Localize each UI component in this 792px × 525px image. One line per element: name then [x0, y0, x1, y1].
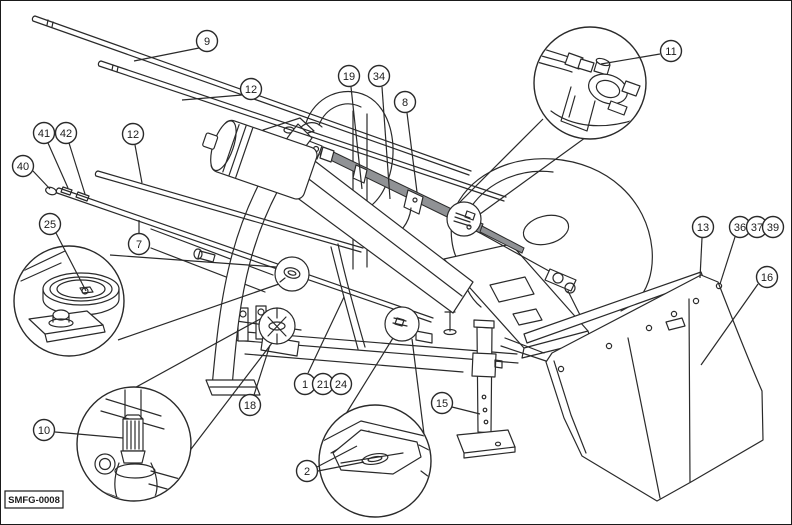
callout-number: 40: [17, 161, 29, 173]
callout-number: 9: [204, 36, 210, 48]
callout-number: 42: [60, 128, 72, 140]
callout-number: 11: [665, 46, 676, 58]
callout-34: 34: [367, 64, 391, 88]
leader-line-34: [381, 86, 391, 200]
callout-bubbles: 9 12 19 34 8 11 41 42 12 40 25 7 13 36 37 39 16 1 21 24 18 15…: [11, 29, 785, 483]
callout-16: 16: [755, 265, 779, 289]
callout-39: 39: [761, 215, 785, 239]
callout-40: 40: [11, 154, 35, 178]
callout-2: 2: [295, 459, 319, 483]
callout-number: 41: [38, 128, 50, 140]
machine-art-background: [150, 91, 653, 373]
callout-number: 24: [335, 379, 347, 391]
callout-7: 7: [127, 232, 151, 256]
detail-origin-circle-skid: [384, 306, 420, 342]
leader-line-15: [451, 406, 481, 415]
detail-skid-content: [322, 420, 430, 478]
callout-number: 12: [245, 84, 257, 96]
leader-line-19: [350, 86, 363, 190]
leader-line-42: [68, 142, 86, 195]
callout-number: 39: [767, 222, 779, 234]
callout-number: 1: [302, 379, 308, 391]
detail-circle-skid: [318, 306, 432, 518]
callout-leaders: [32, 47, 759, 472]
callout-8: 8: [393, 90, 417, 114]
callout-42: 42: [54, 121, 78, 145]
leader-line-1: [307, 296, 345, 374]
callout-21: 21: [311, 372, 335, 396]
leader-line-2: [316, 445, 358, 468]
callout-9: 9: [195, 29, 219, 53]
callout-41: 41: [32, 121, 56, 145]
callout-number: 8: [402, 97, 408, 109]
detail-yoke-content: [94, 389, 188, 500]
origin-marks: [267, 210, 476, 345]
callout-18: 18: [238, 393, 262, 417]
callout-36: 36: [728, 215, 752, 239]
leader-line-8: [406, 112, 418, 193]
leader-line-2: [317, 461, 365, 472]
callout-15: 15: [430, 391, 454, 415]
leader-line-10: [54, 431, 124, 439]
callout-12: 12: [239, 77, 263, 101]
leader-line-41: [47, 142, 69, 189]
callout-number: 36: [734, 222, 746, 234]
callout-number: 10: [38, 425, 50, 437]
callout-19: 19: [337, 64, 361, 88]
leader-line-36: [719, 236, 736, 285]
callout-number: 2: [304, 466, 310, 478]
callout-number: 13: [697, 222, 709, 234]
callout-number: 15: [436, 398, 448, 410]
detail-origin-circle-valve: [446, 201, 482, 237]
leader-line-12: [181, 94, 243, 101]
leader-line-11: [600, 53, 661, 65]
leader-line-12: [134, 144, 143, 184]
callout-number: 12: [127, 129, 139, 141]
callout-number: 21: [317, 379, 329, 391]
callout-number: 37: [751, 222, 763, 234]
callout-10: 10: [32, 418, 56, 442]
machine-art-foreground: [31, 15, 764, 502]
figure-code-text: SMFG-0008: [8, 495, 60, 506]
callout-number: 16: [761, 272, 773, 284]
detail-origin-circle-pad: [274, 256, 310, 292]
detail-valve-content: [535, 46, 641, 132]
callout-11: 11: [659, 39, 683, 63]
leader-line-18: [253, 344, 271, 396]
leader-line-40: [32, 170, 51, 190]
callout-number: 7: [136, 239, 142, 251]
callout-24: 24: [329, 372, 353, 396]
callout-number: 18: [244, 400, 256, 412]
leader-line-25: [55, 232, 87, 292]
callout-number: 25: [44, 219, 56, 231]
callout-number: 19: [343, 71, 355, 83]
callout-13: 13: [691, 215, 715, 239]
leader-line-16: [700, 283, 759, 366]
leader-line-9: [133, 47, 200, 62]
detail-pad-content: [20, 250, 120, 343]
figure-code-label: SMFG-0008: [4, 490, 64, 509]
detail-circle-valve: [446, 26, 647, 237]
callout-25: 25: [38, 212, 62, 236]
leader-line-13: [699, 237, 703, 279]
callout-12: 12: [121, 122, 145, 146]
shield-bolts: [557, 282, 723, 373]
callout-number: 34: [373, 71, 385, 83]
